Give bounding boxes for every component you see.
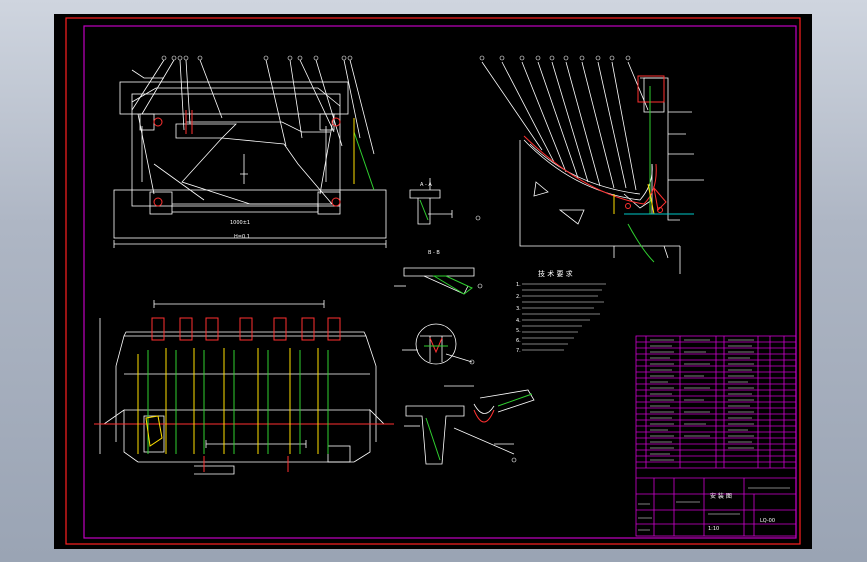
- inner-frame: [83, 25, 797, 539]
- tech-line-5: 5.: [516, 328, 521, 334]
- section-b-fill: [432, 275, 473, 295]
- tech-line-1: 1.: [516, 282, 521, 288]
- section-b: [394, 267, 475, 295]
- top-left-view: [113, 59, 387, 248]
- drawing-canvas[interactable]: 1000±1 H=0.1: [54, 14, 812, 549]
- top-right-colored: [523, 75, 694, 263]
- tech-line-3: 3.: [516, 306, 521, 312]
- title-block-text: [638, 339, 790, 531]
- balloons: [161, 55, 631, 463]
- bottom-left-view: [99, 300, 385, 475]
- section-c-colored: [424, 337, 448, 354]
- tech-scribble: [522, 283, 606, 351]
- title-drawing-no: LQ-00: [760, 518, 775, 524]
- title-drawing-name: 安 装 图: [710, 492, 732, 500]
- tech-lines: 1. 2. 3. 4. 5. 6. 7.: [516, 282, 521, 354]
- section-a: [409, 178, 453, 225]
- title-block: [635, 335, 797, 537]
- outer-frame: [65, 17, 801, 545]
- tech-line-6: 6.: [516, 338, 521, 344]
- dim-bottom-text: 1000±1: [230, 220, 250, 226]
- section-b-label: B - B: [428, 250, 440, 256]
- section-large-colored: [425, 393, 533, 461]
- section-large: [404, 385, 535, 465]
- tech-line-2: 2.: [516, 294, 521, 300]
- bottom-left-colored: [94, 317, 394, 472]
- tech-line-4: 4.: [516, 318, 521, 324]
- top-right-view: [481, 61, 704, 274]
- top-left-colored: [153, 110, 375, 207]
- tech-title: 技 术 要 求: [538, 269, 573, 278]
- section-a-label: A - A: [420, 182, 432, 188]
- title-scale: 1:10: [708, 526, 719, 532]
- section-a-hatch: [419, 199, 429, 221]
- section-c: [402, 323, 473, 365]
- dim-center-text: H=0.1: [234, 234, 250, 240]
- tech-line-7: 7.: [516, 348, 521, 354]
- drawing-sheet: 1000±1 H=0.1: [65, 17, 801, 545]
